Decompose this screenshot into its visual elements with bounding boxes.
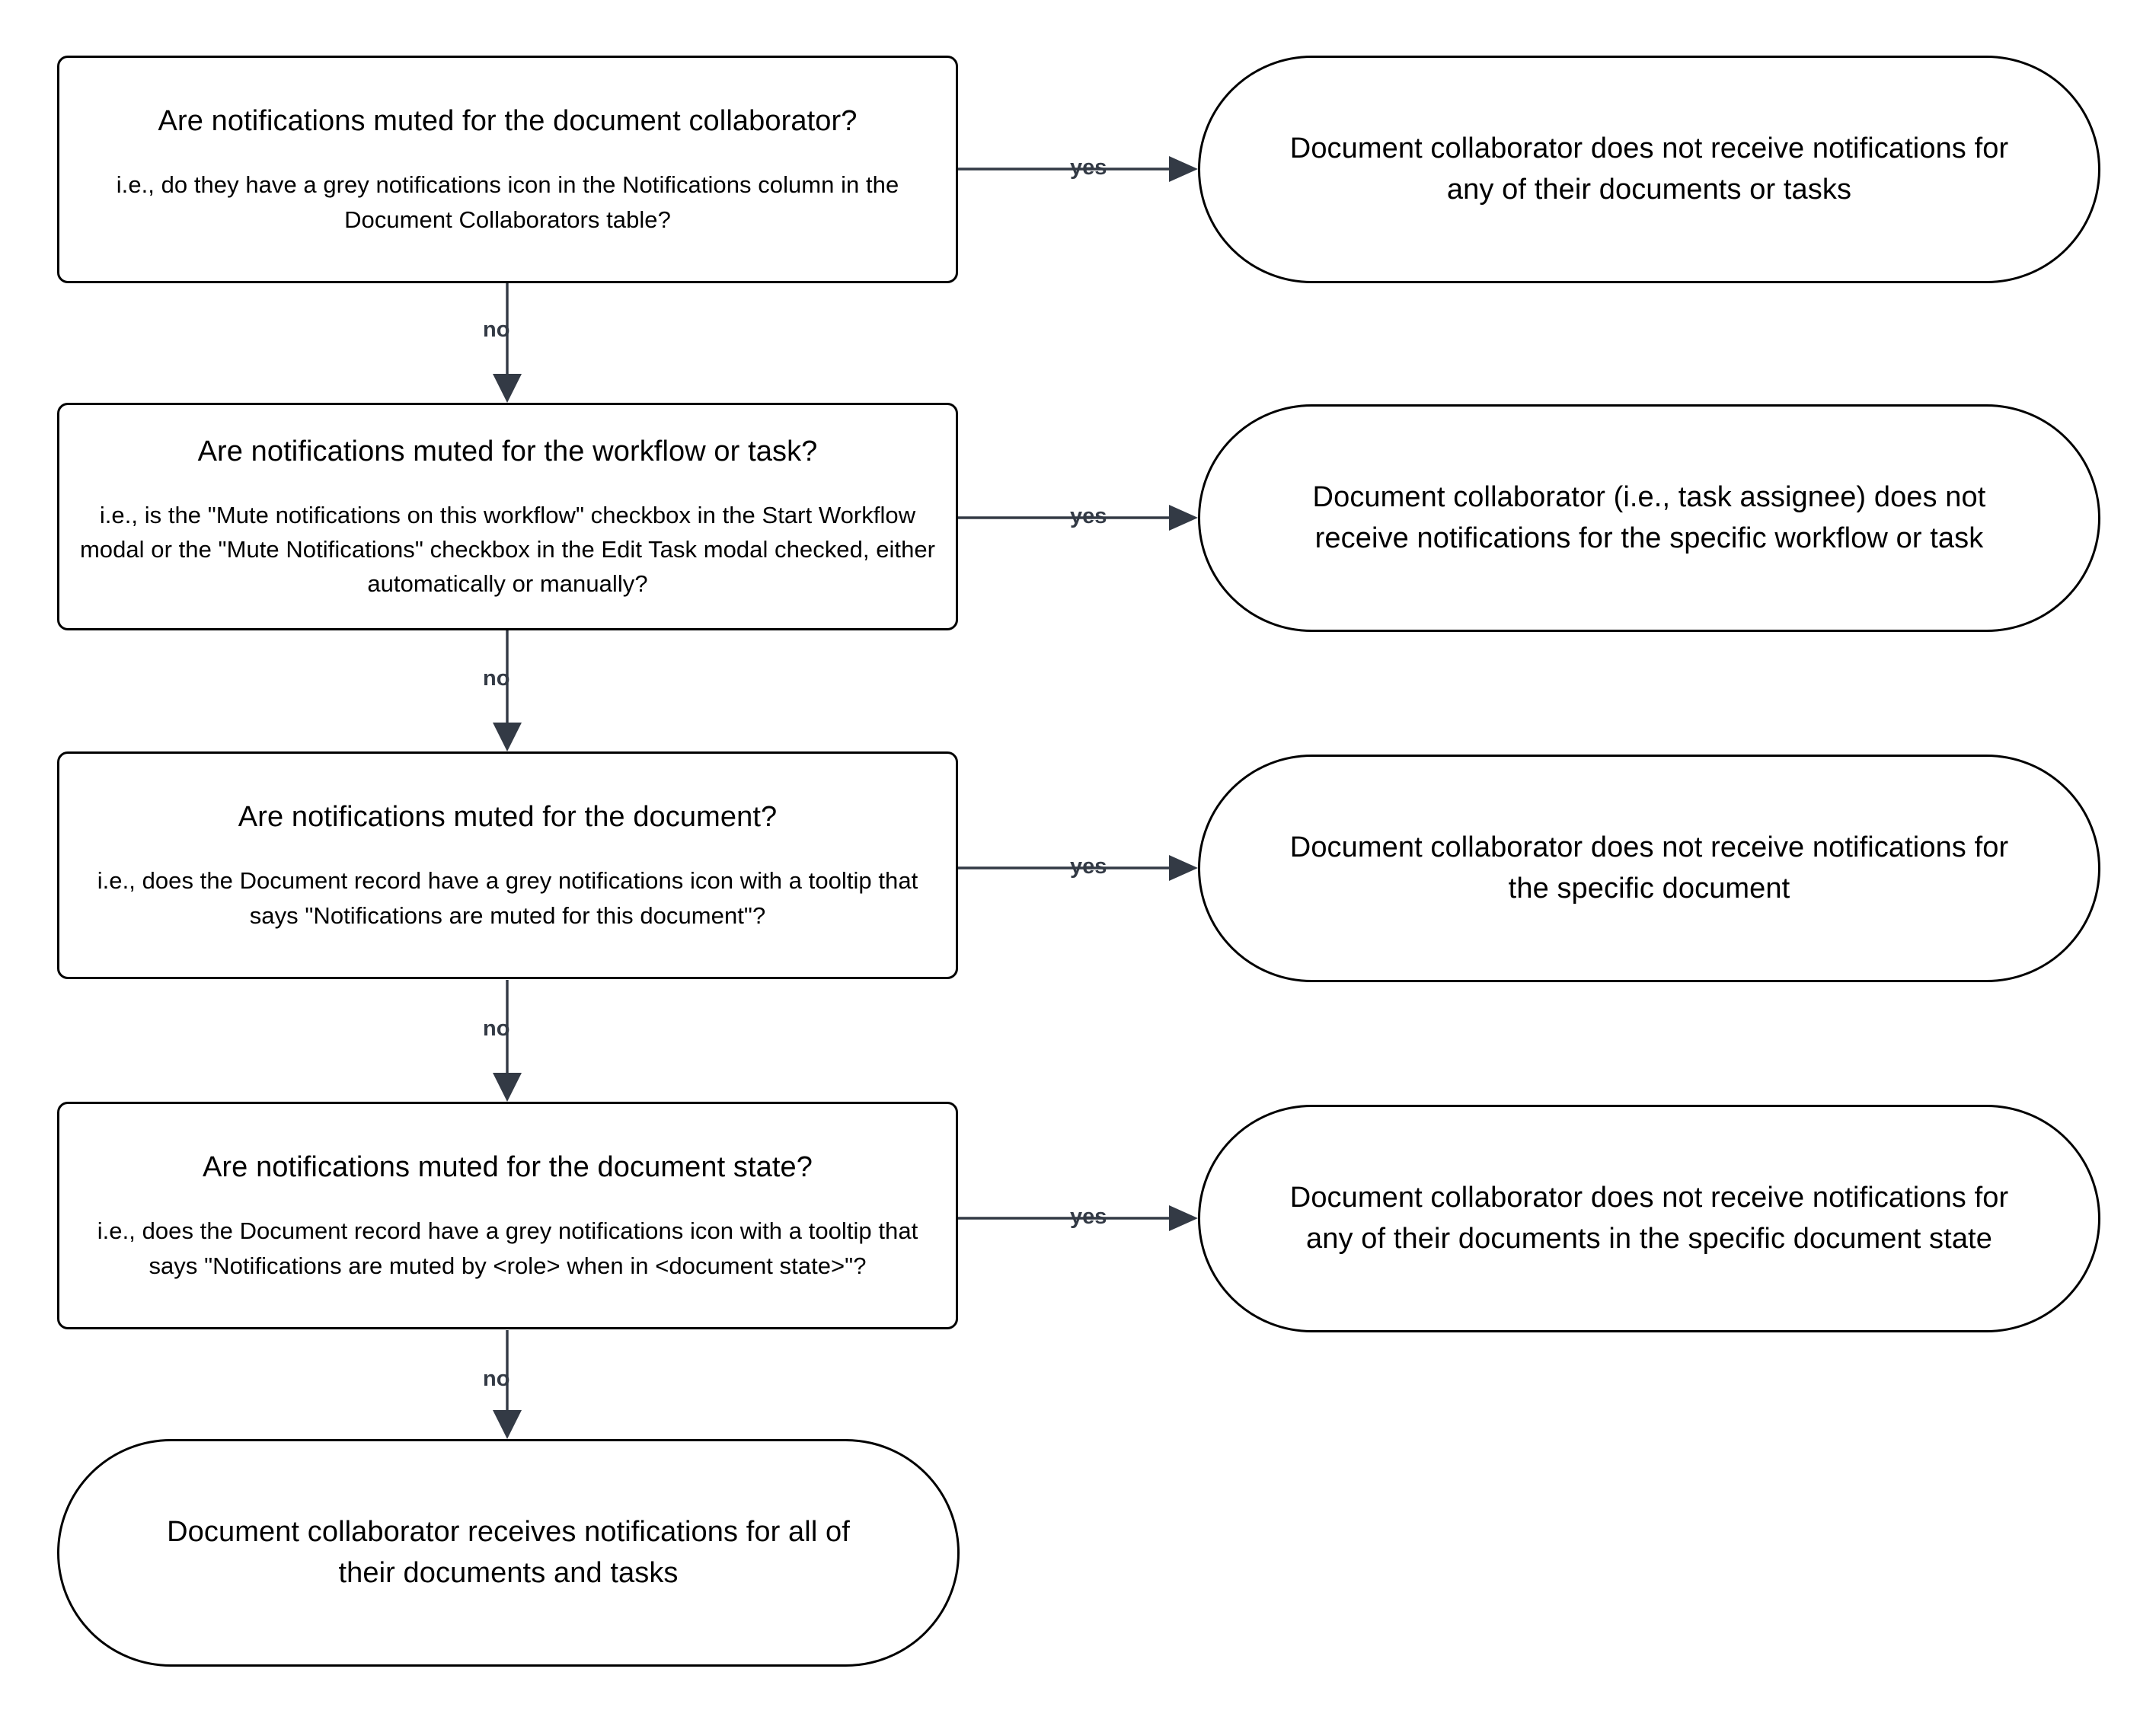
node-outcome-workflow[interactable]: Document collaborator (i.e., task assign… [1198, 404, 2100, 632]
node-text-outcome-document-state: Document collaborator does not receive n… [1289, 1181, 2009, 1255]
node-question-document-state[interactable]: Are notifications muted for the document… [57, 1102, 958, 1329]
edge-document-no [493, 980, 522, 1102]
node-text-outcome-document: Document collaborator does not receive n… [1289, 831, 2009, 905]
edge-label-workflow-yes: yes [1070, 504, 1107, 528]
edge-label-collaborator-no: no [483, 317, 510, 342]
edge-collaborator-no [493, 283, 522, 403]
edge-workflow-no [493, 630, 522, 751]
node-outcome-receives[interactable]: Document collaborator receives notificat… [57, 1439, 960, 1667]
node-outcome-document-state[interactable]: Document collaborator does not receive n… [1198, 1105, 2100, 1332]
edge-label-document-state-no: no [483, 1367, 510, 1391]
edge-label-document-state-yes: yes [1070, 1205, 1107, 1229]
node-title-document: Are notifications muted for the document… [238, 801, 778, 834]
node-text-outcome-collaborator: Document collaborator does not receive n… [1289, 132, 2009, 206]
node-text-outcome-receives: Document collaborator receives notificat… [167, 1515, 850, 1589]
node-title-collaborator: Are notifications muted for the document… [158, 105, 858, 138]
edge-label-collaborator-yes: yes [1070, 155, 1107, 180]
node-outcome-collaborator[interactable]: Document collaborator does not receive n… [1198, 56, 2100, 283]
edge-label-document-yes: yes [1070, 854, 1107, 879]
node-title-workflow: Are notifications muted for the workflow… [197, 435, 818, 467]
node-detail-workflow: i.e., is the "Mute notifications on this… [79, 501, 936, 598]
node-title-document-state: Are notifications muted for the document… [202, 1151, 813, 1184]
node-detail-document-state: i.e., does the Document record have a gr… [97, 1217, 918, 1279]
node-detail-document: i.e., does the Document record have a gr… [97, 867, 918, 929]
node-detail-collaborator: i.e., do they have a grey notifications … [116, 171, 899, 233]
node-text-outcome-workflow: Document collaborator (i.e., task assign… [1312, 480, 1986, 554]
edge-label-workflow-no: no [483, 666, 510, 691]
node-question-document[interactable]: Are notifications muted for the document… [57, 751, 958, 979]
node-outcome-document[interactable]: Document collaborator does not receive n… [1198, 755, 2100, 982]
node-question-workflow[interactable]: Are notifications muted for the workflow… [57, 403, 958, 630]
edge-label-document-no: no [483, 1016, 510, 1041]
node-question-collaborator[interactable]: Are notifications muted for the document… [57, 56, 958, 283]
